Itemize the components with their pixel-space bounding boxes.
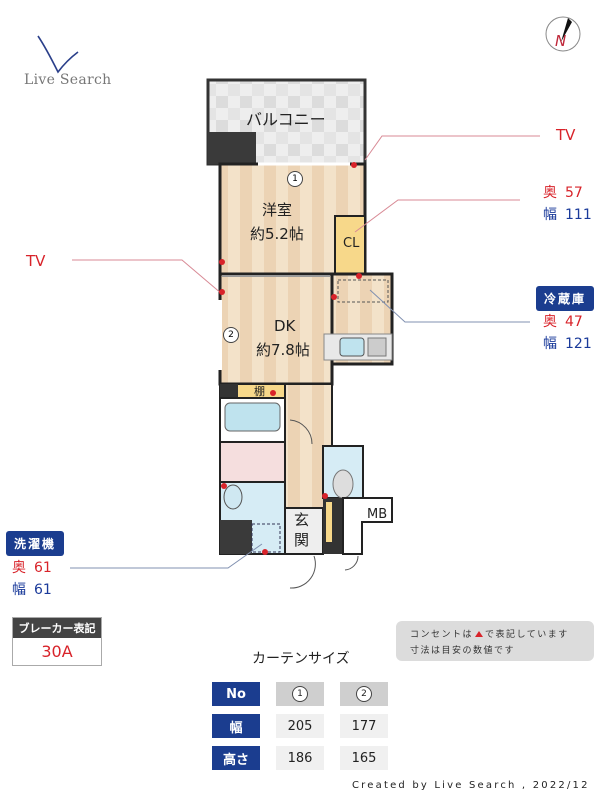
breaker-value: 30A: [13, 638, 101, 665]
tv-label-right: TV: [556, 126, 576, 144]
curtain-title: カーテンサイズ: [252, 651, 350, 667]
mb-label: MB: [367, 507, 388, 522]
window-marker-2: 2: [223, 327, 239, 343]
live-search-logo-icon: [37, 35, 79, 74]
tv-label-left: TV: [26, 252, 46, 270]
closet-label: CL: [343, 236, 360, 251]
entrance-label-2: 関: [294, 531, 310, 549]
shelf-label: 棚: [254, 385, 265, 398]
logo-text: Live Search: [24, 72, 112, 88]
compass-north-label: N: [555, 32, 567, 50]
breaker-box: ブレーカー表記 30A: [12, 617, 102, 666]
curtain-table: No 1 2 幅 205 177 高さ 186 165: [212, 682, 388, 778]
entrance-label-1: 玄: [294, 511, 310, 529]
western-room-name: 洋室: [262, 201, 293, 219]
compass-icon: [545, 16, 581, 52]
washer-tag: 洗濯機: [6, 531, 65, 556]
dk-size: 約7.8帖: [256, 341, 310, 359]
fridge-tag: 冷蔵庫: [536, 286, 595, 311]
western-room-size: 約5.2帖: [250, 225, 304, 243]
curtain-row-no: No 1 2: [212, 682, 388, 706]
curtain-row-height: 高さ 186 165: [212, 746, 388, 770]
balcony-label: バルコニー: [246, 110, 326, 129]
window-marker-1: 1: [287, 171, 303, 187]
credit-text: Created by Live Search , 2022/12: [352, 780, 590, 791]
legend-note: コンセントはで表記しています 寸法は目安の数値です: [396, 621, 594, 661]
curtain-row-width: 幅 205 177: [212, 714, 388, 738]
outlet-marker-icon: [475, 631, 484, 637]
breaker-header: ブレーカー表記: [13, 618, 101, 638]
dk-name: DK: [274, 317, 296, 335]
